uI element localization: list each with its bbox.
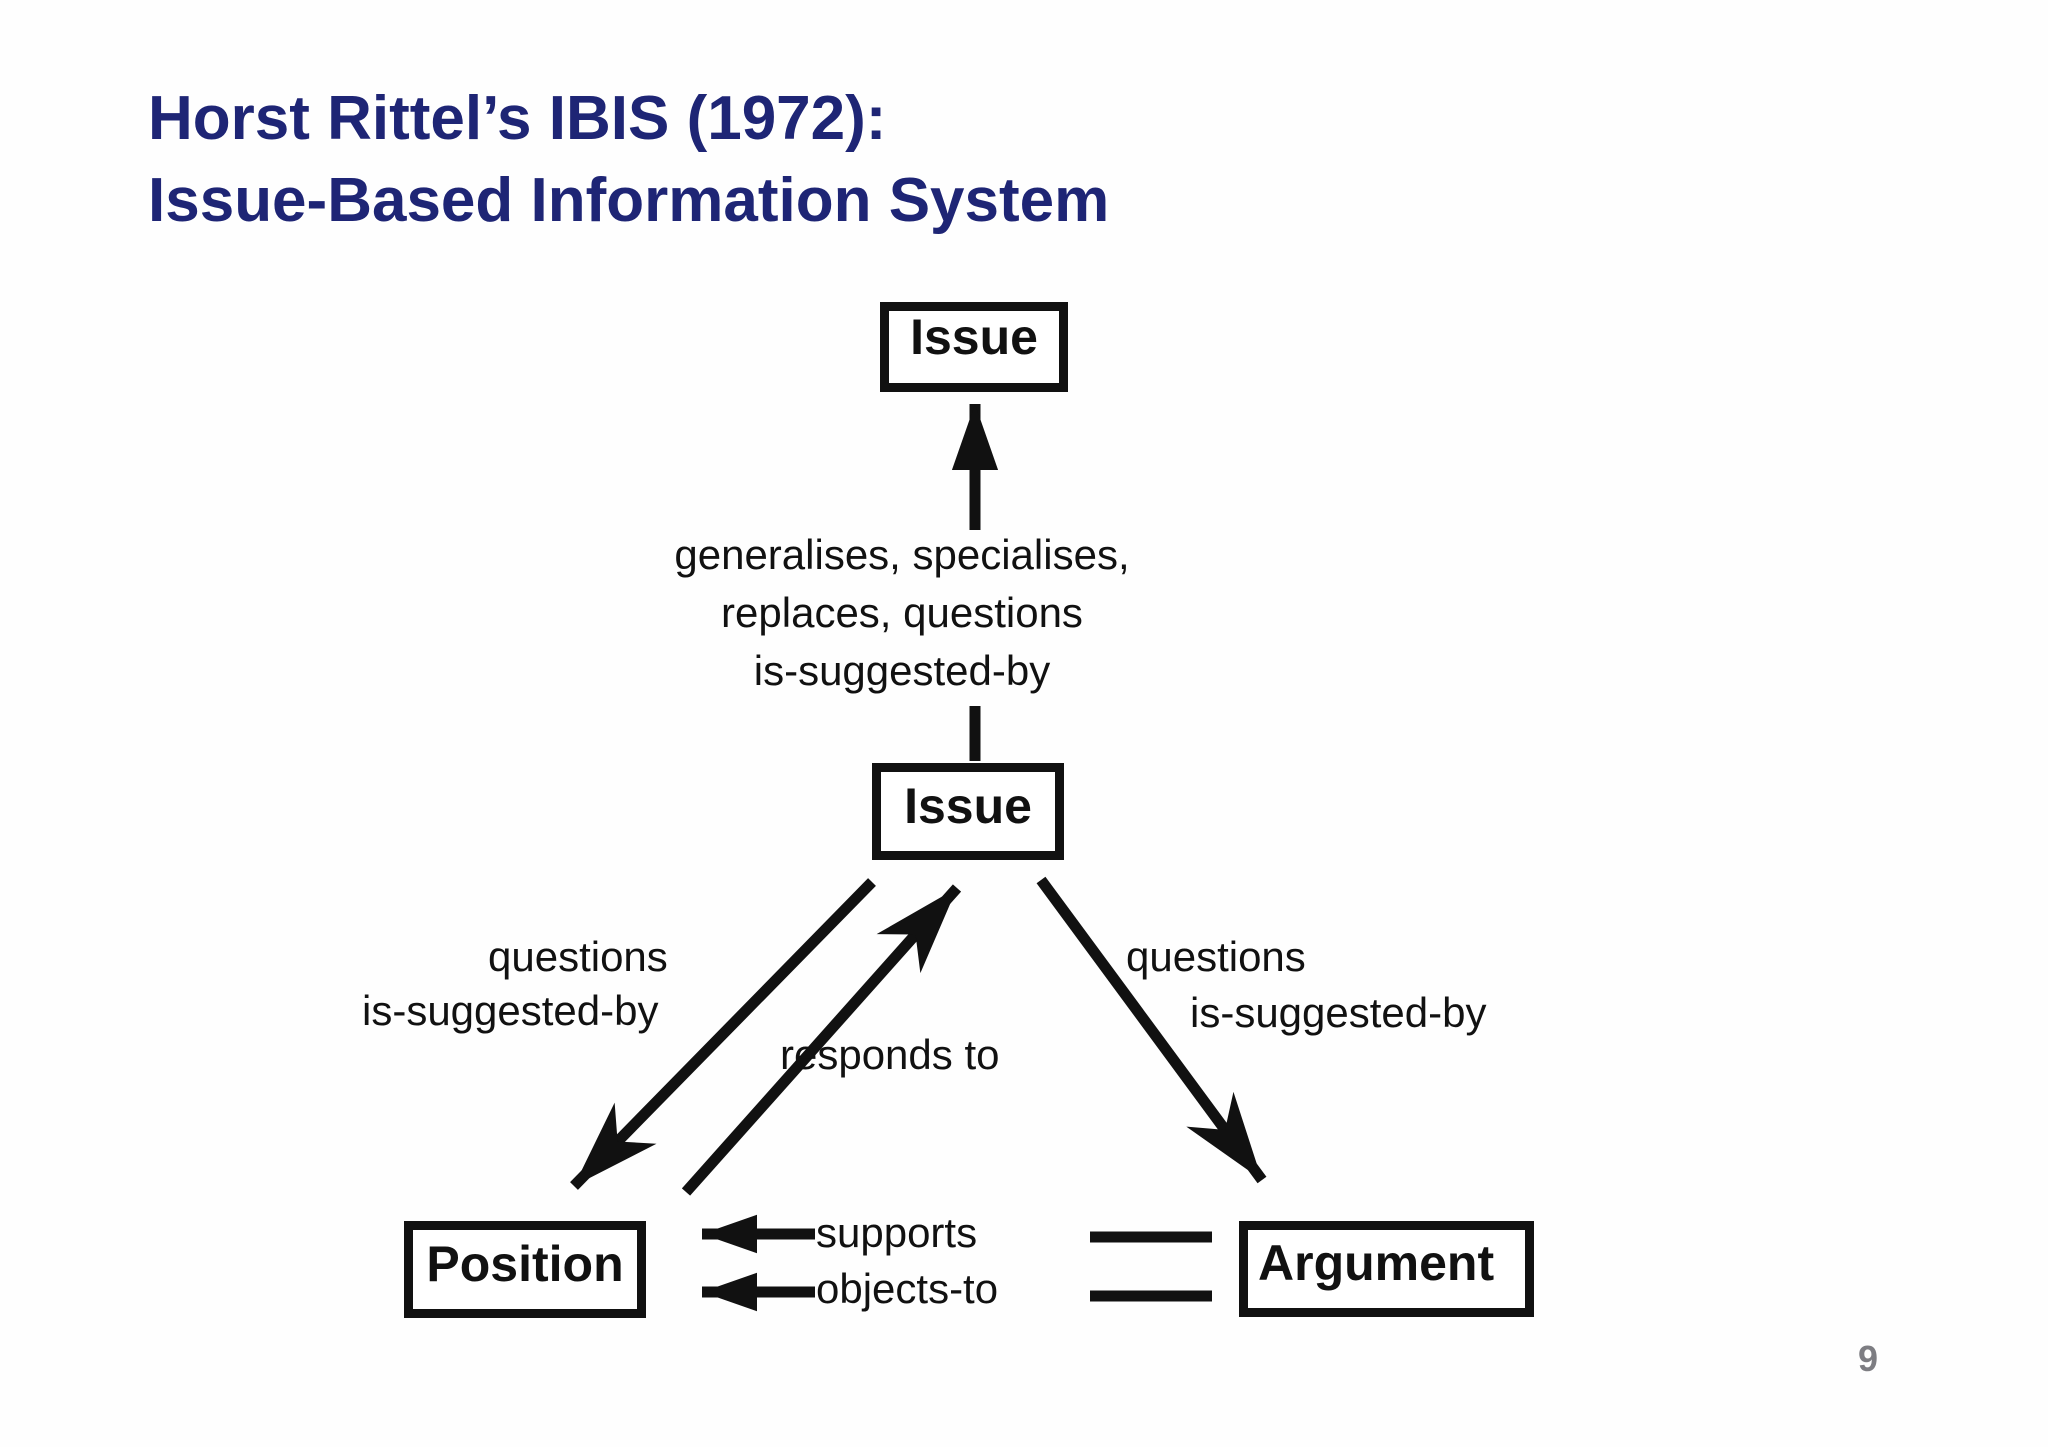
slide-title-line2: Issue-Based Information System [148, 166, 1110, 235]
arrow-issue-to-argument [1036, 876, 1267, 1184]
label-objects-to: objects-to [816, 1265, 999, 1312]
page-number: 9 [1858, 1338, 1879, 1379]
label-supports: supports [816, 1209, 978, 1256]
label-is-suggested-by-right: is-suggested-by [1190, 989, 1487, 1036]
node-issue-mid: Issue [872, 763, 1064, 860]
label-questions-left: questions [488, 933, 668, 980]
slide-title: Horst Rittel’s IBIS (1972): Issue-Based … [148, 78, 1109, 242]
node-argument: Argument [1239, 1221, 1534, 1317]
slide-title-line1: Horst Rittel’s IBIS (1972): [148, 84, 887, 153]
node-issue-top-label: Issue [910, 309, 1038, 365]
label-issue-links-line3: is-suggested-by [753, 647, 1051, 694]
label-issue-to-issue-relations: generalises, specialises, replaces, ques… [602, 526, 1202, 700]
label-is-suggested-by-left: is-suggested-by [362, 987, 659, 1034]
label-questions-right: questions [1126, 933, 1306, 980]
label-issue-links-line2: replaces, questions [721, 589, 1083, 636]
arrow-issue-to-position [570, 878, 876, 1190]
arrow-position-responds-to-issue [681, 884, 962, 1196]
label-issue-links-line1: generalises, specialises, [674, 531, 1130, 578]
node-argument-label: Argument [1258, 1235, 1495, 1291]
label-responds-to: responds to [780, 1031, 1000, 1078]
node-issue-top: Issue [880, 302, 1068, 392]
node-position: Position [404, 1221, 646, 1318]
node-position-label: Position [426, 1235, 624, 1292]
node-issue-mid-label: Issue [904, 777, 1032, 834]
